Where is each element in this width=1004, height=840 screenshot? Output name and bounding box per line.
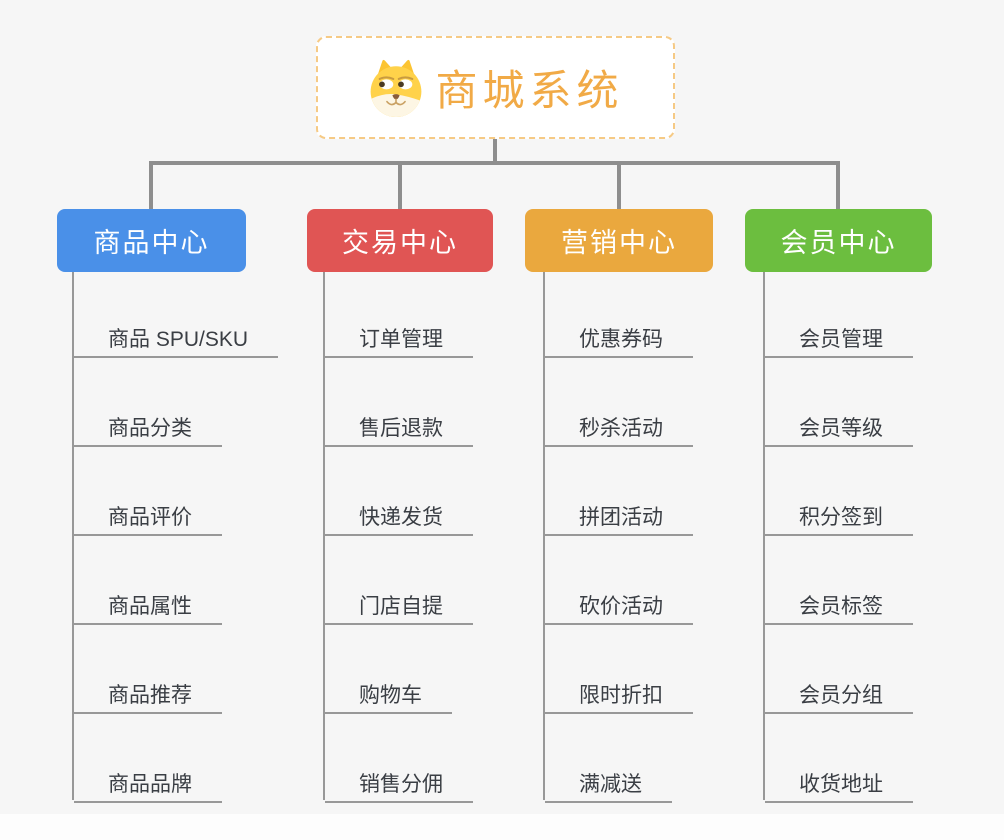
leaf-node[interactable]: 收货地址 [765,762,913,803]
leaf-node[interactable]: 商品评价 [74,495,222,536]
leaf-node[interactable]: 商品属性 [74,584,222,625]
root-node[interactable]: 商城系统 [316,36,675,139]
leaf-node[interactable]: 售后退款 [325,406,473,447]
leaf-node[interactable]: 商品品牌 [74,762,222,803]
leaf-node[interactable]: 门店自提 [325,584,473,625]
leaf-node[interactable]: 限时折扣 [545,673,693,714]
connector-root-drop [493,139,497,165]
leaf-node[interactable]: 积分签到 [765,495,913,536]
branch-header-member-center[interactable]: 会员中心 [745,209,932,272]
leaf-node[interactable]: 砍价活动 [545,584,693,625]
connector-drop-branch-4 [836,161,840,209]
leaf-node[interactable]: 会员标签 [765,584,913,625]
branch-column-product-center: 商品 SPU/SKU 商品分类 商品评价 商品属性 商品推荐 商品品牌 [72,272,279,803]
leaf-node[interactable]: 会员管理 [765,317,913,358]
leaf-node[interactable]: 快递发货 [325,495,473,536]
branch-header-marketing-center[interactable]: 营销中心 [525,209,713,272]
connector-drop-branch-1 [149,161,153,209]
leaf-node[interactable]: 购物车 [325,673,452,714]
connector-horizontal-bar [149,161,840,165]
connector-drop-branch-3 [617,161,621,209]
leaf-node[interactable]: 商品 SPU/SKU [74,317,279,358]
branch-column-marketing-center: 优惠券码 秒杀活动 拼团活动 砍价活动 限时折扣 满减送 [543,272,693,803]
branch-column-trade-center: 订单管理 售后退款 快递发货 门店自提 购物车 销售分佣 [323,272,473,803]
leaf-node[interactable]: 商品推荐 [74,673,222,714]
leaf-node[interactable]: 销售分佣 [325,762,473,803]
root-title: 商城系统 [435,67,624,114]
branch-column-member-center: 会员管理 会员等级 积分签到 会员标签 会员分组 收货地址 [763,272,913,803]
leaf-node[interactable]: 满减送 [545,762,672,803]
leaf-node[interactable]: 优惠券码 [545,317,693,358]
bottom-strip [0,814,1004,840]
leaf-node[interactable]: 订单管理 [325,317,473,358]
branch-header-product-center[interactable]: 商品中心 [57,209,246,272]
leaf-node[interactable]: 会员分组 [765,673,913,714]
branch-header-trade-center[interactable]: 交易中心 [307,209,493,272]
leaf-node[interactable]: 会员等级 [765,406,913,447]
leaf-node[interactable]: 拼团活动 [545,495,693,536]
leaf-node[interactable]: 秒杀活动 [545,406,693,447]
dog-face-icon [371,59,422,117]
leaf-node[interactable]: 商品分类 [74,406,222,447]
connector-drop-branch-2 [398,161,402,209]
